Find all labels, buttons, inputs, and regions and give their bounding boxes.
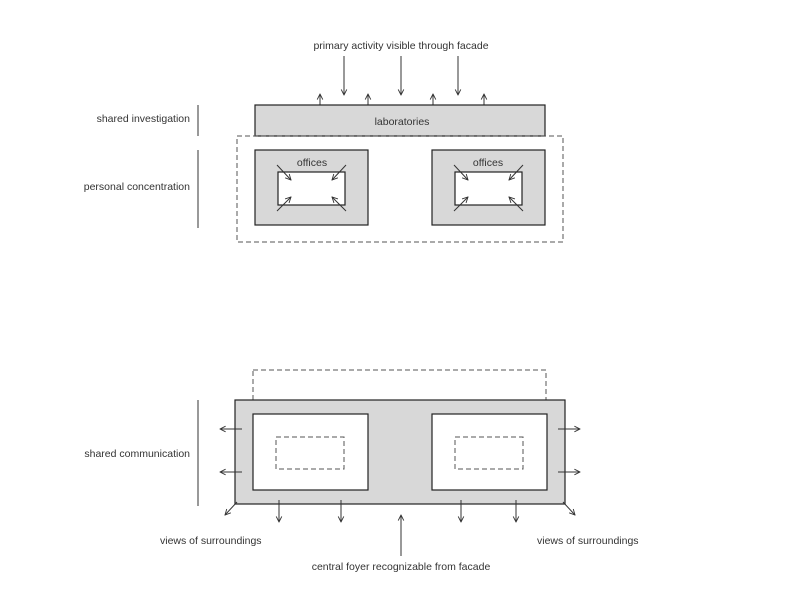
top-diagram: primary activity visible through facade … — [84, 40, 564, 243]
heading-primary-activity: primary activity visible through facade — [313, 40, 488, 52]
arrow-diagonal-icon — [453, 164, 468, 180]
arrow-diagonal-icon — [276, 164, 291, 180]
arrow-diagonal-icon — [332, 164, 347, 180]
laboratories-label: laboratories — [375, 116, 430, 128]
room-left-dashed-core — [275, 436, 345, 470]
arrow-diagonal-icon — [276, 197, 291, 212]
office-label: offices — [297, 157, 327, 169]
office-block-right: offices — [431, 149, 546, 226]
arrow-diagonal-icon — [509, 164, 524, 180]
dashed-envelope-top — [236, 135, 564, 243]
room-right-dashed-core — [454, 436, 524, 470]
office-label: offices — [473, 157, 503, 169]
views-label-left: views of surroundings — [160, 535, 262, 547]
views-label-right: views of surroundings — [537, 535, 639, 547]
row-label-personal-concentration: personal concentration — [84, 181, 190, 193]
arrow-diagonal-icon — [562, 501, 575, 515]
foyer-label: central foyer recognizable from facade — [312, 561, 491, 573]
dashed-envelope-bottom — [252, 369, 547, 401]
row-label-shared-communication: shared communication — [84, 448, 190, 460]
arrow-diagonal-icon — [225, 501, 238, 515]
arrow-diagonal-icon — [453, 197, 468, 212]
room-right — [431, 413, 548, 491]
office-block-left: offices — [254, 149, 369, 226]
laboratories-box — [254, 104, 546, 137]
arrow-diagonal-icon — [509, 197, 524, 212]
row-label-shared-investigation: shared investigation — [97, 113, 191, 125]
room-left — [252, 413, 369, 491]
bottom-diagram: shared communication views of surroundin… — [84, 369, 639, 573]
arrow-diagonal-icon — [332, 197, 347, 212]
